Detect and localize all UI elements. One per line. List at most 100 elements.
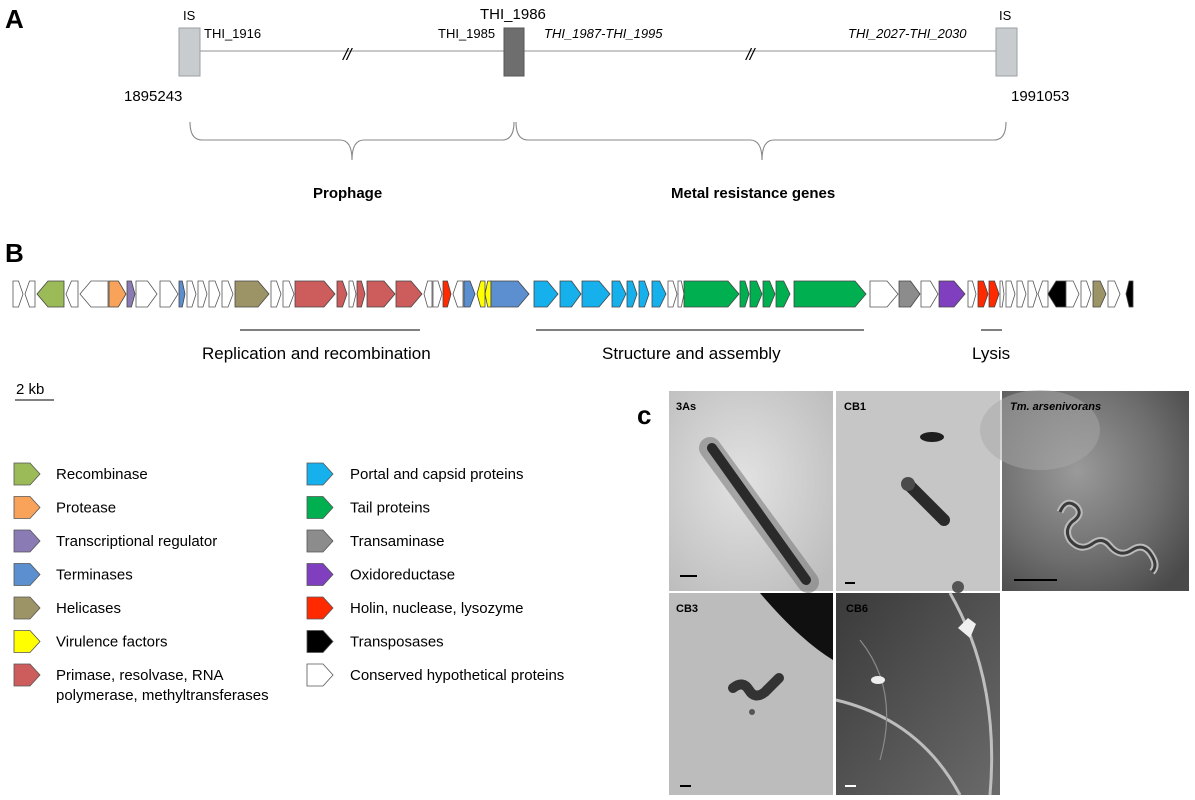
gene-portal-36 (626, 280, 638, 308)
gene-hypothetical-5 (79, 280, 109, 308)
legend-swatch-right-4 (306, 563, 334, 586)
gene-range-1: THI_1987-THI_1995 (544, 26, 663, 41)
gene-tail-43 (749, 280, 763, 308)
scale-bar-label: 2 kb (16, 381, 44, 398)
gene-hypothetical-61 (1080, 280, 1092, 308)
section-label-structure: Structure and assembly (602, 344, 781, 363)
gene-holin-26 (442, 280, 452, 308)
gene-terminase-28 (463, 280, 476, 308)
gene-tail-46 (793, 280, 867, 308)
gene-virulence-30 (484, 280, 492, 308)
gene-protease-6 (108, 280, 127, 308)
legend-swatch-left-5 (13, 596, 41, 620)
gene-hypothetical-47 (869, 280, 899, 308)
gene-portal-38 (651, 280, 667, 308)
micrograph-3as: 3As (669, 391, 833, 593)
coordinate-right: 1991053 (1011, 88, 1069, 105)
micrograph-label-cb3: CB3 (676, 603, 698, 615)
gene-primase-19 (336, 280, 348, 308)
gene-hypothetical-9 (159, 280, 179, 308)
legend-swatch-left-4 (13, 563, 41, 586)
panel-c-letter: c (637, 400, 651, 430)
gene-hypothetical-16 (270, 280, 282, 308)
gene-hypothetical-14 (221, 280, 234, 308)
micrograph-label-3as: 3As (676, 401, 696, 413)
legend-label-left-7-line2: polymerase, methyltransferases (56, 687, 269, 704)
gene-hypothetical-2 (24, 280, 36, 308)
gene-virulence-29 (476, 280, 486, 308)
legend-label-left-4: Terminases (56, 567, 133, 584)
region-label-metal: Metal resistance genes (671, 185, 835, 202)
is-element-left (178, 27, 201, 77)
gene-hypothetical-63 (1107, 280, 1121, 308)
gene-primase-18 (294, 280, 336, 308)
legend-label-left-5: Helicases (56, 600, 121, 617)
gene-hypothetical-8 (135, 280, 158, 308)
micrograph-label-tm-arsenivorans: Tm. arsenivorans (1010, 401, 1101, 413)
legend-label-right-2: Tail proteins (350, 500, 430, 517)
panel-c: c 3As CB1 Tm. arsenivorans (637, 390, 1189, 796)
micrograph-label-cb6: CB6 (846, 603, 868, 615)
gene-primase-23 (395, 280, 423, 308)
legend-swatch-right-6 (306, 630, 334, 653)
break-mark-1: // (342, 45, 354, 64)
gene-hypothetical-56 (1016, 280, 1027, 308)
gene-label-thi1985: THI_1985 (438, 26, 495, 41)
gene-tail-42 (739, 280, 750, 308)
legend-label-left-6: Virulence factors (56, 634, 167, 651)
region-label-prophage: Prophage (313, 185, 382, 202)
gene-hypothetical-51 (967, 280, 977, 308)
gene-primase-21 (356, 280, 366, 308)
gene-label-thi1986: THI_1986 (480, 6, 546, 23)
gene-range-2: THI_2027-THI_2030 (848, 26, 967, 41)
legend-swatch-right-2 (306, 496, 334, 519)
gene-hypothetical-27 (452, 280, 464, 308)
panel-b: B Replication and recombination Structur… (5, 238, 1134, 704)
gene-portal-35 (611, 280, 627, 308)
legend-label-right-7: Conserved hypothetical proteins (350, 667, 564, 684)
gene-terminase-31 (490, 280, 530, 308)
gene-hypothetical-11 (186, 280, 197, 308)
break-mark-2: // (745, 45, 757, 64)
gene-transposase-59 (1047, 280, 1067, 308)
gene-transaminase-48 (898, 280, 921, 308)
legend-label-right-6: Transposases (350, 634, 444, 651)
gene-hypothetical-58 (1037, 280, 1049, 308)
gene-hypothetical-55 (1005, 280, 1016, 308)
brace-metal-resistance (515, 121, 1007, 161)
legend-label-right-1: Portal and capsid proteins (350, 466, 523, 483)
gene-tail-44 (762, 280, 776, 308)
legend-swatch-left-3 (13, 529, 41, 553)
legend-swatch-left-6 (13, 630, 41, 653)
micrograph-cb6: CB6 (835, 592, 1000, 796)
is-label-left: IS (183, 8, 196, 23)
gene-hypothetical-25 (432, 280, 443, 308)
brace-prophage (189, 121, 515, 161)
is-label-right: IS (999, 8, 1012, 23)
gene-helicase-15 (234, 280, 270, 308)
gene-hypothetical-49 (920, 280, 939, 308)
legend-swatch-right-7 (306, 663, 334, 687)
micrograph-label-cb1: CB1 (844, 401, 866, 413)
micrograph-cb3: CB3 (669, 593, 833, 795)
panel-a: A IS IS THI_1916 THI_1985 THI_1986 THI_1… (5, 4, 1069, 202)
gene-hypothetical-12 (197, 280, 208, 308)
gene-portal-33 (559, 280, 582, 308)
gene-regulator-7 (126, 280, 136, 308)
legend-swatch-right-1 (306, 462, 334, 486)
gene-oxidoreductase-50 (938, 280, 966, 308)
thi1986-gene (503, 27, 525, 77)
gene-map (12, 280, 1134, 308)
gene-helicase-62 (1092, 280, 1107, 308)
gene-hypothetical-40 (677, 280, 685, 308)
legend-label-right-4: Oxidoreductase (350, 567, 455, 584)
legend-label-left-3: Transcriptional regulator (56, 533, 217, 550)
gene-hypothetical-4 (65, 280, 79, 308)
legend-label-right-5: Holin, nuclease, lysozyme (350, 600, 523, 617)
legend-swatch-right-3 (306, 529, 334, 553)
gene-hypothetical-24 (423, 280, 433, 308)
gene-hypothetical-60 (1065, 280, 1080, 308)
legend-swatch-left-1 (13, 462, 41, 486)
